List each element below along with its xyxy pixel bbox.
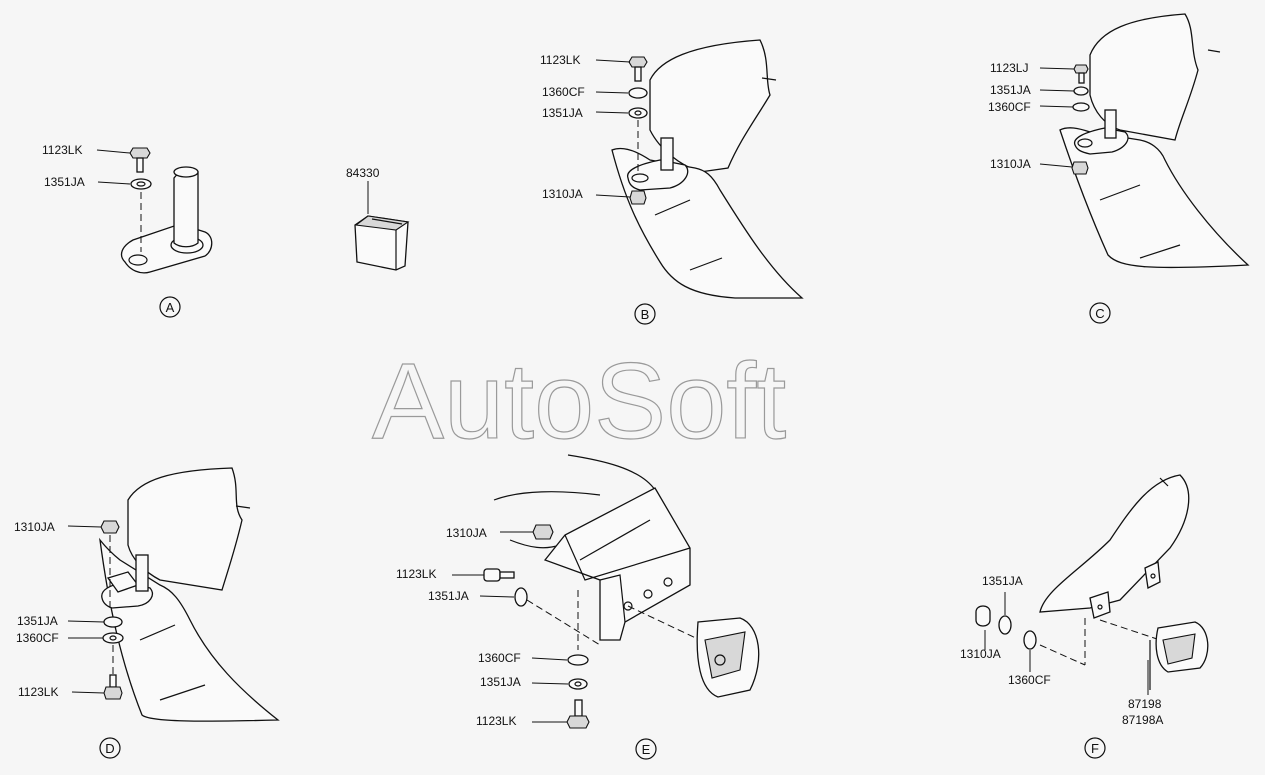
label-f-1360cf: 1360CF bbox=[1008, 673, 1051, 687]
label-b-1310ja: 1310JA bbox=[542, 187, 583, 201]
view-c-marker bbox=[1089, 302, 1111, 324]
view-e: 1310JA 1123LK 1351JA 1360CF 1351JA 1123L… bbox=[396, 454, 760, 760]
view-b-marker bbox=[634, 303, 656, 325]
label-c-1310ja: 1310JA bbox=[990, 157, 1031, 171]
view-d-marker bbox=[99, 737, 121, 759]
label-f-1351ja: 1351JA bbox=[982, 574, 1023, 588]
view-e-letter: E bbox=[642, 742, 651, 757]
label-c-1360cf: 1360CF bbox=[988, 100, 1031, 114]
view-f: 1351JA 1310JA 1360CF 87198 87198A F bbox=[960, 474, 1209, 759]
view-a-letter: A bbox=[166, 300, 175, 315]
view-d: 1310JA 1351JA 1360CF 1123LK D bbox=[14, 467, 280, 759]
view-a-marker bbox=[159, 296, 181, 318]
label-b-1123lk: 1123LK bbox=[540, 53, 580, 67]
label-e-1310ja: 1310JA bbox=[446, 526, 487, 540]
view-d-letter: D bbox=[105, 741, 114, 756]
label-e-1123lk-top: 1123LK bbox=[396, 567, 436, 581]
view-f-marker bbox=[1084, 737, 1106, 759]
label-d-1310ja: 1310JA bbox=[14, 520, 55, 534]
label-a-1351ja: 1351JA bbox=[44, 175, 85, 189]
view-a: 1123LK 1351JA A bbox=[42, 143, 213, 318]
view-c-letter: C bbox=[1095, 306, 1104, 321]
label-e-1360cf: 1360CF bbox=[478, 651, 521, 665]
label-d-1123lk: 1123LK bbox=[18, 685, 58, 699]
view-c: 1123LJ 1351JA 1360CF 1310JA C bbox=[988, 13, 1250, 324]
label-e-1351ja-top: 1351JA bbox=[428, 589, 469, 603]
label-f-1310ja: 1310JA bbox=[960, 647, 1001, 661]
view-e-marker bbox=[635, 738, 657, 760]
label-d-1351ja: 1351JA bbox=[17, 614, 58, 628]
label-84330: 84330 bbox=[346, 166, 380, 180]
label-c-1351ja: 1351JA bbox=[990, 83, 1031, 97]
label-e-1123lk-bottom: 1123LK bbox=[476, 714, 516, 728]
view-b-letter: B bbox=[641, 307, 650, 322]
view-b: 1123LK 1360CF 1351JA 1310JA B bbox=[540, 39, 804, 325]
label-a-1123lk: 1123LK bbox=[42, 143, 82, 157]
label-f-87198: 87198 bbox=[1128, 697, 1162, 711]
label-e-1351ja-bottom: 1351JA bbox=[480, 675, 521, 689]
label-f-87198a: 87198A bbox=[1122, 713, 1163, 727]
label-d-1360cf: 1360CF bbox=[16, 631, 59, 645]
label-c-1123lj: 1123LJ bbox=[990, 61, 1028, 75]
part-84330: 84330 bbox=[346, 166, 410, 271]
view-f-letter: F bbox=[1091, 741, 1099, 756]
label-b-1351ja: 1351JA bbox=[542, 106, 583, 120]
label-b-1360cf: 1360CF bbox=[542, 85, 585, 99]
watermark-text: AutoSoft bbox=[372, 340, 786, 461]
